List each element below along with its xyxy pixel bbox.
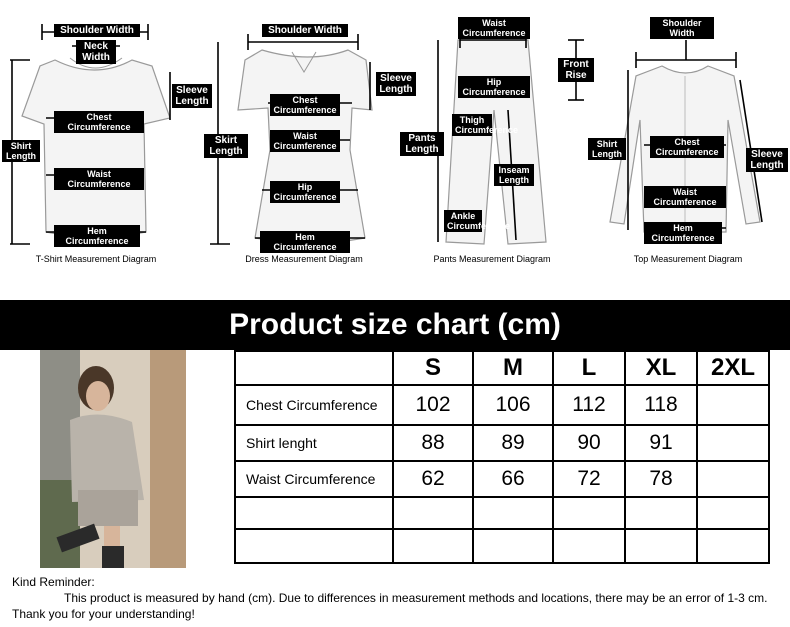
- banner-title: Product size chart (cm): [229, 308, 561, 341]
- size-table: S M L XL 2XL Chest Circumference 102 106…: [234, 350, 770, 564]
- table-row: [234, 528, 770, 564]
- table-cell: 112: [552, 384, 626, 426]
- table-cell: [696, 424, 770, 462]
- table-cell: [696, 496, 770, 530]
- table-row: [234, 496, 770, 530]
- table-cell: 88: [392, 424, 474, 462]
- tshirt-neck-tag: Neck Width: [76, 40, 116, 64]
- table-cell: 72: [552, 460, 626, 498]
- table-cell: [392, 496, 474, 530]
- dress-shoulder-tag: Shoulder Width: [262, 24, 348, 37]
- table-cell: 89: [472, 424, 554, 462]
- top-shirt-length-tag: Shirt Length: [588, 138, 626, 160]
- table-cell: 91: [624, 424, 698, 462]
- tshirt-sleeve-tag: Sleeve Length: [172, 84, 212, 108]
- top-shoulder-tag: Shoulder Width: [650, 17, 714, 39]
- table-cell: 102: [392, 384, 474, 426]
- top-chest-tag: Chest Circumference: [650, 136, 724, 158]
- measurement-diagrams: Shoulder Width Neck Width Sleeve Length …: [0, 0, 790, 300]
- tshirt-shoulder-tag: Shoulder Width: [54, 24, 140, 37]
- table-cell: [472, 528, 554, 564]
- table-cell: [552, 528, 626, 564]
- pants-waist-tag: Waist Circumference: [458, 17, 530, 39]
- top-waist-tag: Waist Circumference: [644, 186, 726, 208]
- size-chart-banner: Product size chart (cm): [0, 300, 790, 350]
- table-cell: [392, 528, 474, 564]
- tshirt-shirt-length-tag: Shirt Length: [2, 140, 40, 162]
- model-photo-illustration: [40, 350, 186, 568]
- table-corner-cell: [234, 350, 394, 386]
- table-cell: [624, 528, 698, 564]
- dress-skirt-length-tag: Skirt Length: [204, 134, 248, 158]
- row-label: [234, 496, 394, 530]
- size-header: XL: [624, 350, 698, 386]
- dress-caption: Dress Measurement Diagram: [245, 254, 363, 264]
- tshirt-caption: T-Shirt Measurement Diagram: [35, 254, 157, 264]
- table-row: Waist Circumference 62 66 72 78: [234, 460, 770, 498]
- tshirt-diagram: Shoulder Width Neck Width Sleeve Length …: [0, 0, 212, 270]
- table-row: Shirt lenght 88 89 90 91: [234, 424, 770, 462]
- table-cell: [696, 460, 770, 498]
- dress-waist-tag: Waist Circumference: [270, 130, 340, 152]
- table-cell: 62: [392, 460, 474, 498]
- table-cell: 118: [624, 384, 698, 426]
- row-label: Waist Circumference: [234, 460, 394, 498]
- pants-caption: Pants Measurement Diagram: [433, 254, 551, 264]
- model-photo: [40, 350, 186, 568]
- pants-hip-tag: Hip Circumference: [458, 76, 530, 98]
- table-header-row: S M L XL 2XL: [234, 350, 770, 386]
- table-cell: 90: [552, 424, 626, 462]
- row-label: Chest Circumference: [234, 384, 394, 426]
- tshirt-hem-tag: Hem Circumference: [54, 225, 140, 247]
- table-cell: [624, 496, 698, 530]
- pants-thigh-tag: Thigh Circumference: [452, 114, 518, 136]
- table-cell: [552, 496, 626, 530]
- row-label: Shirt lenght: [234, 424, 394, 462]
- reminder-body: This product is measured by hand (cm). D…: [12, 591, 768, 621]
- table-cell: [472, 496, 554, 530]
- dress-sleeve-tag: Sleeve Length: [376, 72, 416, 96]
- size-header: L: [552, 350, 626, 386]
- size-header: S: [392, 350, 474, 386]
- size-header: M: [472, 350, 554, 386]
- pants-length-tag: Pants Length: [400, 132, 444, 156]
- top-sleeve-tag: Sleeve Length: [746, 148, 788, 172]
- table-cell: 66: [472, 460, 554, 498]
- tshirt-chest-tag: Chest Circumference: [54, 111, 144, 133]
- table-cell: 106: [472, 384, 554, 426]
- pants-front-rise-tag: Front Rise: [558, 58, 594, 82]
- pants-ankle-tag: Ankle Circumference: [444, 210, 510, 232]
- top-diagram: Shoulder Width Shirt Length Chest Circum…: [588, 0, 790, 270]
- table-cell: [696, 528, 770, 564]
- size-header: 2XL: [696, 350, 770, 386]
- table-cell: 78: [624, 460, 698, 498]
- tshirt-waist-tag: Waist Circumference: [54, 168, 144, 190]
- row-label: [234, 528, 394, 564]
- table-cell: [696, 384, 770, 426]
- table-row: Chest Circumference 102 106 112 118: [234, 384, 770, 426]
- top-caption: Top Measurement Diagram: [633, 254, 743, 264]
- kind-reminder: Kind Reminder: This product is measured …: [12, 574, 782, 622]
- dress-diagram: Shoulder Width Sleeve Length Skirt Lengt…: [200, 0, 416, 270]
- dress-hem-tag: Hem Circumference: [260, 231, 350, 253]
- reminder-title: Kind Reminder:: [12, 575, 95, 589]
- pants-diagram: Waist Circumference Front Rise Hip Circu…: [400, 0, 600, 270]
- dress-chest-tag: Chest Circumference: [270, 94, 340, 116]
- dress-hip-tag: Hip Circumference: [270, 181, 340, 203]
- pants-inseam-tag: Inseam Length: [494, 164, 534, 186]
- top-hem-tag: Hem Circumference: [644, 222, 722, 244]
